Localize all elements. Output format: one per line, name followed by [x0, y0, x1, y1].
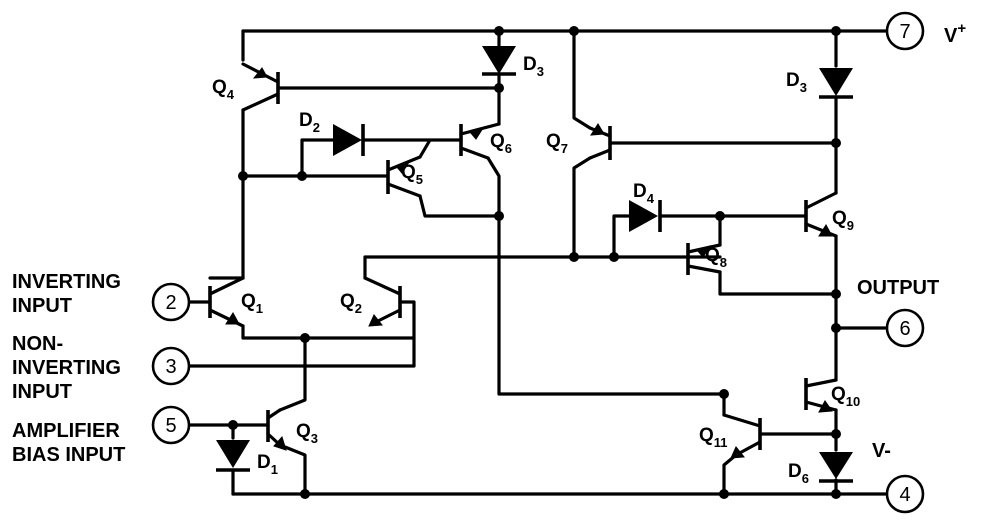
wire-q7-emitter [572, 156, 592, 259]
diode-d3a [482, 46, 516, 76]
label-q3: Q3 [296, 421, 318, 446]
transistor-q7 [588, 123, 612, 160]
label-d2: D2 [299, 110, 320, 135]
inverting-input-label-2: INPUT [12, 295, 72, 317]
wire-q11-emitter [722, 453, 738, 496]
label-d4: D4 [633, 181, 655, 206]
label-d6: D6 [788, 461, 809, 486]
svg-text:5: 5 [165, 415, 176, 437]
diode-d3b [819, 68, 853, 99]
pin-4: 4 [885, 474, 925, 514]
vplus-label: V+ [944, 20, 966, 47]
noninverting-input-label-1: NON- [12, 333, 63, 355]
label-q9: Q9 [832, 208, 854, 233]
svg-text:4: 4 [899, 484, 910, 506]
transistor-q4 [241, 62, 280, 112]
transistor-q5 [386, 155, 422, 198]
label-q4: Q4 [212, 77, 235, 102]
svg-text:7: 7 [899, 21, 910, 43]
transistor-q10 [804, 378, 838, 413]
svg-text:3: 3 [165, 356, 176, 378]
transistor-q9 [804, 191, 838, 238]
diode-d6 [819, 452, 853, 483]
junction-dots [228, 26, 841, 499]
label-q6: Q6 [490, 131, 512, 156]
bias-input-label-1: AMPLIFIER [12, 420, 120, 442]
pin-3: 3 [151, 346, 191, 386]
vminus-label: V- [872, 440, 891, 462]
pin-7: 7 [885, 11, 925, 51]
wire-q2-base-node [398, 300, 416, 340]
transistor-q8 [686, 243, 722, 275]
wire-q7-collector [572, 29, 592, 130]
diode-d1 [216, 440, 250, 472]
wire-q2-collector [363, 255, 722, 280]
wire-q1-emitter [188, 324, 416, 368]
label-q10: Q10 [831, 384, 860, 409]
svg-text:6: 6 [899, 318, 910, 340]
transistor-q2 [363, 276, 402, 327]
noninverting-input-label-2: INVERTING [12, 357, 121, 379]
wire-q6-base-to-q5-collector [418, 138, 432, 159]
transistor-q6 [459, 122, 501, 160]
wires [188, 29, 889, 496]
pin-6: 6 [885, 308, 925, 348]
bias-input-label-2: BIAS INPUT [12, 444, 125, 466]
label-q2: Q2 [340, 291, 362, 316]
inverting-input-label-1: INVERTING [12, 271, 121, 293]
label-d3b: D3 [786, 70, 807, 95]
pin-2: 2 [151, 282, 191, 322]
label-q8: Q8 [705, 245, 727, 270]
pin-5: 5 [151, 405, 191, 445]
noninverting-input-label-3: INPUT [12, 381, 72, 403]
label-q5: Q5 [401, 162, 423, 187]
output-label: OUTPUT [857, 277, 939, 299]
wire-d2 [300, 138, 463, 178]
wire-q6-emitter [486, 156, 726, 396]
diode-d2 [333, 124, 365, 156]
label-d3a: D3 [523, 54, 544, 79]
wire-q5-emitter [418, 194, 501, 218]
label-d1: D1 [257, 452, 278, 477]
label-q7: Q7 [546, 131, 568, 156]
transistor-q1 [208, 276, 245, 328]
transistor-q11 [722, 413, 762, 459]
label-q1: Q1 [241, 291, 263, 316]
wire-q3-emitter [278, 443, 307, 496]
wire-d4 [612, 214, 808, 259]
svg-text:2: 2 [165, 292, 176, 314]
wire-q8-emitter [718, 270, 838, 296]
label-q11: Q11 [699, 425, 728, 450]
wire-q3-collector [278, 336, 307, 412]
diode-d4 [629, 200, 662, 232]
transistor-q3 [266, 408, 287, 451]
